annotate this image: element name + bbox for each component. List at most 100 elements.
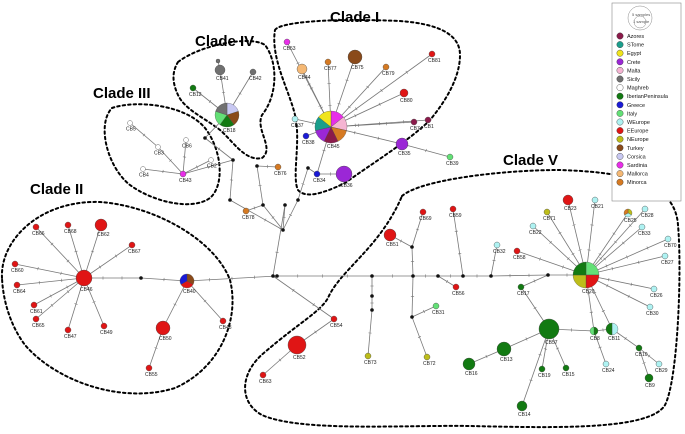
network-edge xyxy=(229,199,284,231)
legend-swatch xyxy=(616,75,624,83)
mutation-tick xyxy=(217,147,221,151)
node-circle xyxy=(140,166,146,172)
clade-iv-boundary xyxy=(172,40,276,160)
node-label: CB43 xyxy=(179,178,192,184)
node-circle xyxy=(419,208,427,216)
node-circle xyxy=(638,223,646,231)
haplotype-node-cb74: CB74 xyxy=(410,118,423,132)
haplotype-node-cb16: CB16 xyxy=(462,357,478,377)
median-vector xyxy=(370,274,374,278)
legend-label: Italy xyxy=(627,111,637,117)
node-label: CB6 xyxy=(182,144,192,150)
node-circle xyxy=(428,50,436,58)
legend-label: Corsica xyxy=(627,154,647,160)
median-vector xyxy=(436,274,440,278)
node-circle xyxy=(30,301,38,309)
node-circle xyxy=(644,373,654,383)
mutation-tick xyxy=(319,106,323,109)
node-circle xyxy=(410,118,418,126)
node-label: CB17 xyxy=(517,291,530,297)
node-label: CB30 xyxy=(646,311,659,317)
node-label: CB9 xyxy=(645,383,655,389)
node-circle xyxy=(215,58,221,64)
node-label: CB52 xyxy=(293,355,306,361)
node-label: CB2 xyxy=(207,164,217,170)
node-circle xyxy=(347,49,363,65)
mutation-tick xyxy=(50,242,54,246)
node-label: CB26 xyxy=(650,293,663,299)
node-slice xyxy=(589,326,595,336)
mutation-tick xyxy=(322,149,326,152)
node-label: CB75 xyxy=(351,65,364,71)
mutation-tick xyxy=(98,265,102,269)
mutation-tick xyxy=(606,284,609,288)
node-circle xyxy=(602,360,610,368)
node-label: CB32 xyxy=(493,249,506,255)
node-label: CB11 xyxy=(608,336,620,342)
mutation-tick xyxy=(571,252,575,256)
mutation-tick xyxy=(37,267,39,271)
mutation-tick xyxy=(154,347,158,349)
node-circle xyxy=(364,352,372,360)
node-circle xyxy=(650,285,658,293)
haplotype-node-cb71: CB71 xyxy=(543,208,556,222)
node-circle xyxy=(214,64,226,76)
haplotype-node-cb60: CB60 xyxy=(11,260,24,274)
legend-swatch xyxy=(616,92,624,100)
haplotype-node-cb52: CB52 xyxy=(287,335,307,361)
legend-scale-label-large: 5 samples xyxy=(632,12,650,17)
node-circle xyxy=(155,320,171,336)
haplotype-node-cb1: CB1 xyxy=(424,116,434,130)
haplotype-node-cb35: CB35 xyxy=(395,137,411,157)
node-label: CB78 xyxy=(242,215,255,221)
mutation-tick xyxy=(603,257,606,261)
network-edge xyxy=(585,255,666,276)
node-label: CB44 xyxy=(298,75,311,81)
haplotype-node-cb2: CB2 xyxy=(207,157,217,170)
legend-swatch xyxy=(616,127,624,135)
median-vector xyxy=(139,276,143,280)
haplotype-node-cb38: CB38 xyxy=(302,132,315,146)
node-circle xyxy=(446,153,454,161)
node-label: CB81 xyxy=(428,58,441,64)
mutation-tick xyxy=(278,358,282,362)
mutation-tick xyxy=(562,265,564,269)
haplotype-node-cb22: CB22 xyxy=(529,222,542,236)
clade-iii-boundary xyxy=(103,103,221,206)
haplotype-node-cb42: CB42 xyxy=(249,68,262,82)
haplotype-node-cb61: CB61 xyxy=(30,301,43,315)
median-vector xyxy=(203,136,207,140)
mutation-tick xyxy=(538,353,542,356)
mutation-tick xyxy=(539,257,541,261)
node-circle xyxy=(287,335,307,355)
mutation-tick xyxy=(578,249,582,251)
node-circle xyxy=(538,318,560,340)
node-slice xyxy=(215,102,228,116)
median-vector xyxy=(228,198,232,202)
haplotype-node-cb44: CB44 xyxy=(296,63,311,81)
node-label: CB20 xyxy=(582,289,595,295)
median-vector xyxy=(281,228,285,232)
haplotype-node-cb17: CB17 xyxy=(517,283,530,297)
network-edge xyxy=(16,277,85,286)
node-label: CB53 xyxy=(283,46,296,52)
mutation-tick xyxy=(253,206,256,210)
mutation-tick xyxy=(638,260,640,264)
node-circle xyxy=(94,218,108,232)
legend: 5 samples 1 sample AzoresSTomeEgyptCrete… xyxy=(611,2,682,202)
node-label: CB50 xyxy=(159,336,172,342)
node-circle xyxy=(219,317,227,325)
node-label: CB4 xyxy=(139,173,149,179)
median-vector xyxy=(231,158,235,162)
mutation-tick xyxy=(288,214,293,216)
legend-swatch xyxy=(616,58,624,66)
node-label: CB69 xyxy=(419,216,432,222)
node-label: CB5 xyxy=(126,127,136,133)
node-label: CB41 xyxy=(216,76,229,82)
node-label: CB31 xyxy=(432,310,445,316)
node-label: CB66 xyxy=(32,231,45,237)
node-circle xyxy=(324,58,332,66)
node-circle xyxy=(562,364,570,372)
legend-swatch xyxy=(616,144,624,152)
